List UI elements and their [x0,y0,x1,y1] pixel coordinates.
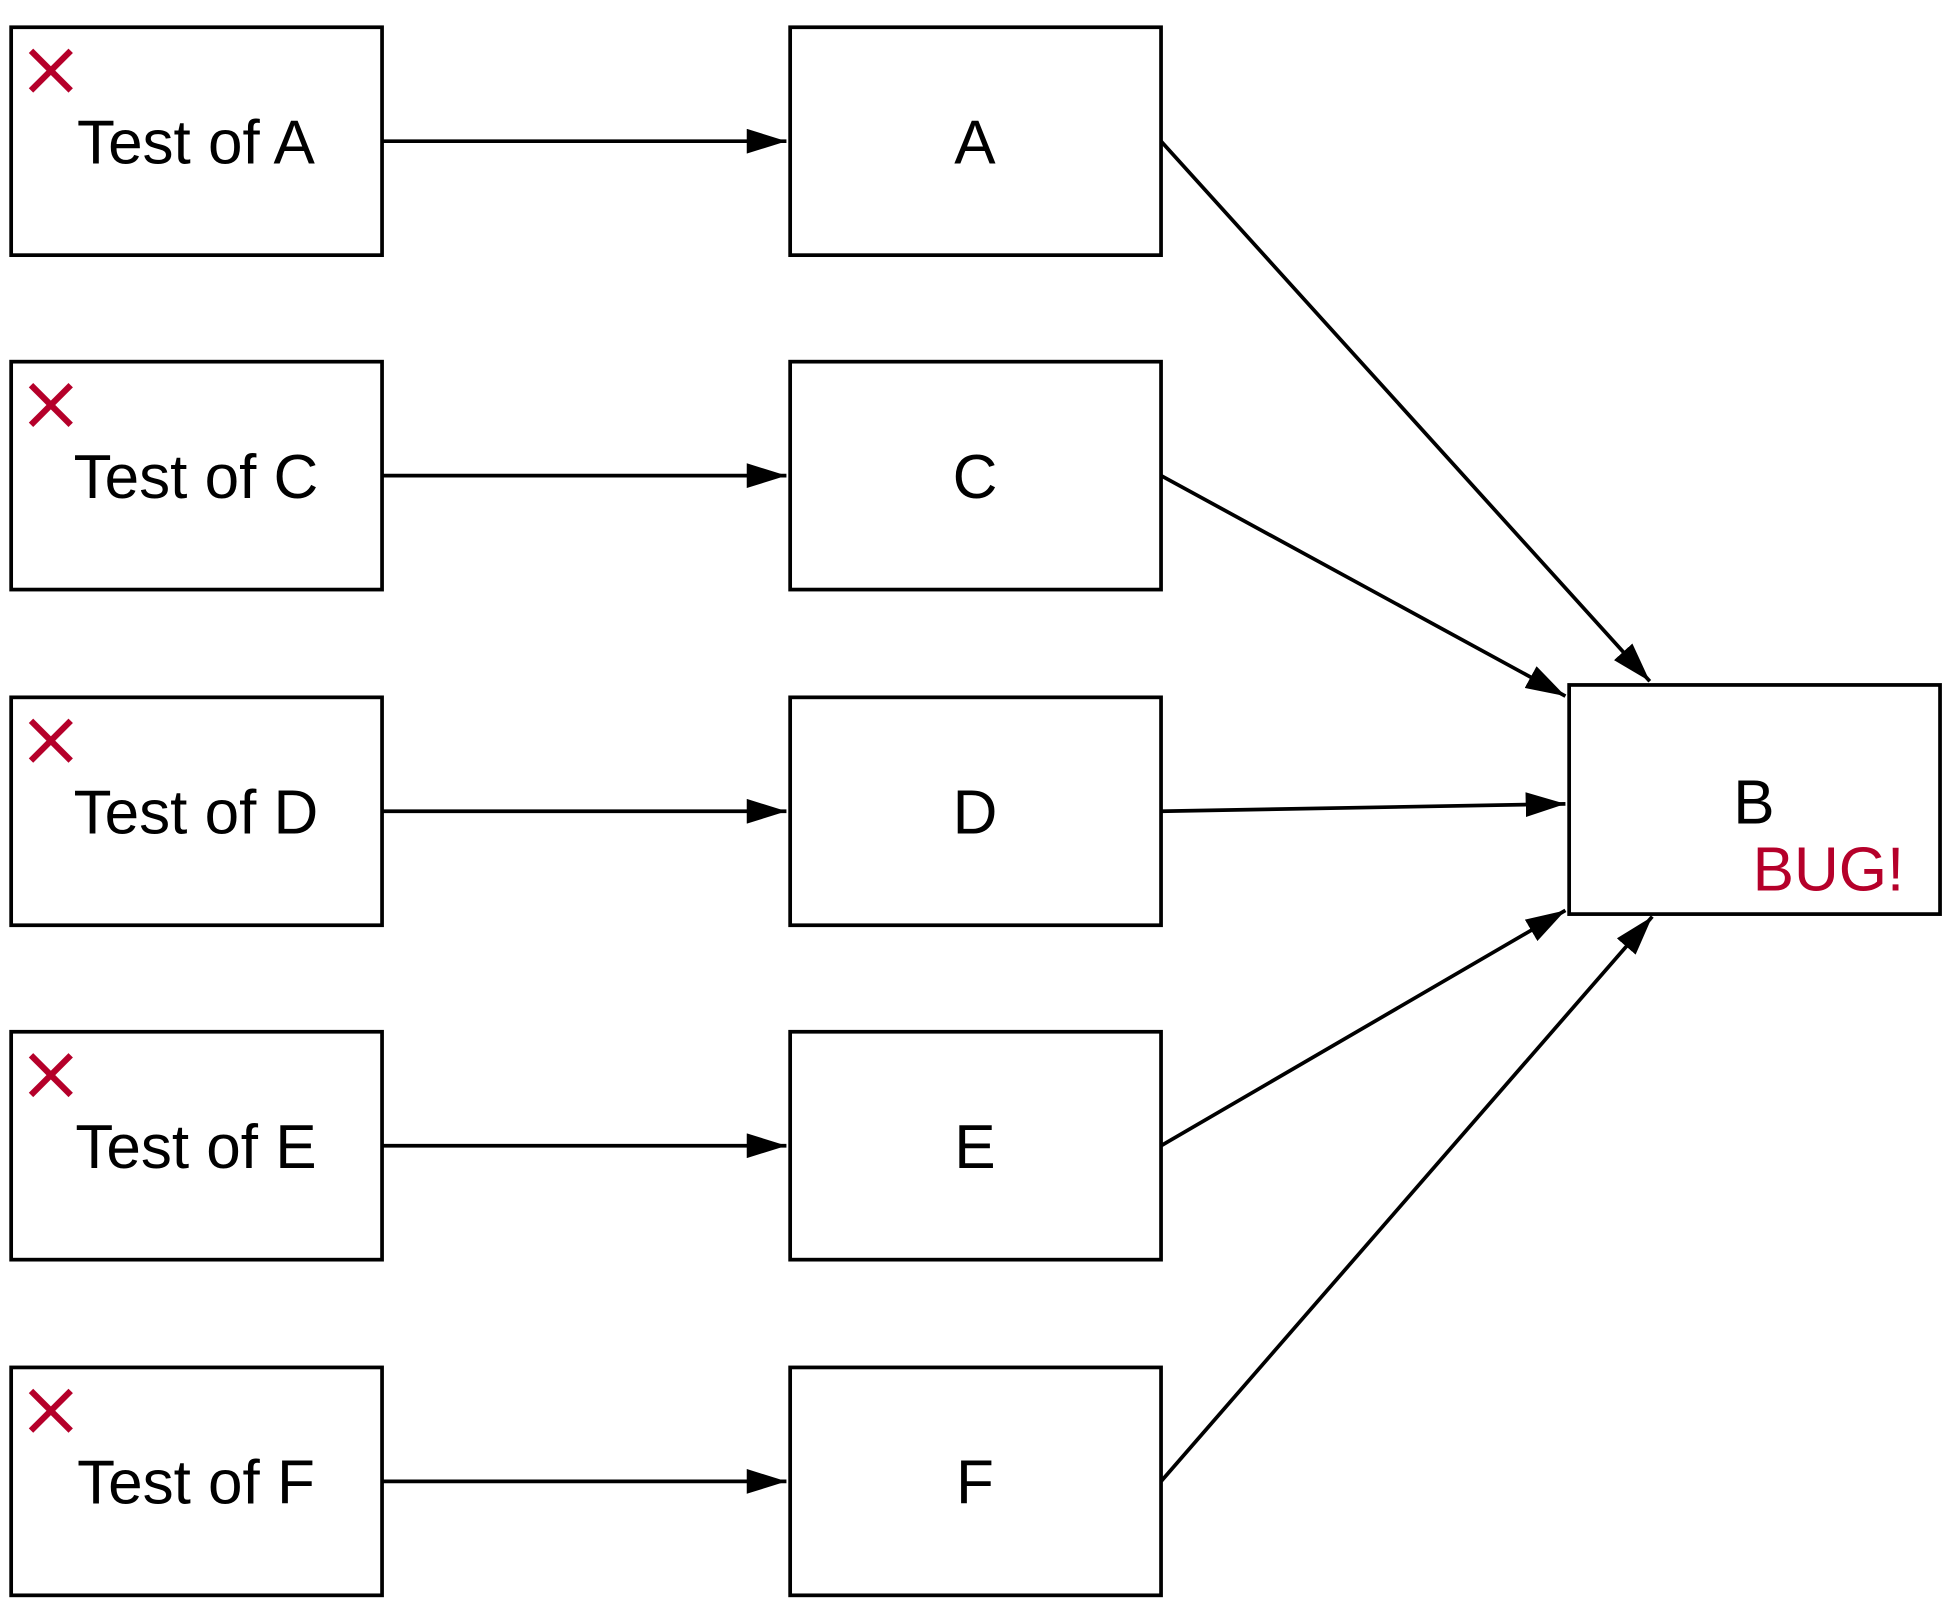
test-box [9,1365,384,1598]
node-b-label: B [1733,769,1774,838]
x-mark-icon [28,1053,73,1098]
module-node: D [788,695,1163,928]
x-mark-icon [28,718,73,763]
test-label: Test of A [77,109,316,178]
module-box [788,25,1163,258]
test-node: Test of C [9,359,384,592]
module-node: A [788,25,1163,258]
module-label: D [953,779,998,848]
test-node: Test of F [9,1365,384,1598]
row-4: Test of F F [9,915,1654,1598]
module-label: F [956,1449,994,1518]
test-node: Test of E [9,1029,384,1262]
row-1: Test of C C [9,359,1567,698]
test-box [9,1029,384,1262]
x-mark-icon [28,48,73,93]
bug-note: BUG! [1753,836,1905,905]
node-b-box [1567,683,1942,916]
dependency-arrow [1161,792,1566,817]
module-box [788,695,1163,928]
test-box [9,695,384,928]
x-mark-icon [28,383,73,428]
module-node: F [788,1365,1163,1598]
module-box [788,1365,1163,1598]
row-2: Test of D D [9,695,1566,928]
module-label: A [954,109,996,178]
target-node-b: B BUG! [1567,683,1942,916]
module-node: E [788,1029,1163,1262]
module-label: C [953,443,998,512]
module-box [788,359,1163,592]
dependency-arrow [1159,139,1652,683]
row-3: Test of E E [9,908,1567,1262]
dependency-arrow [1160,908,1567,1148]
test-label: Test of E [75,1113,316,1182]
x-mark-icon [28,1388,73,1433]
test-node: Test of A [9,25,384,258]
test-label: Test of C [74,443,319,512]
test-box [9,25,384,258]
test-label: Test of D [74,779,319,848]
dependency-arrow [1159,915,1654,1483]
module-label: E [954,1113,995,1182]
test-node: Test of D [9,695,384,928]
module-box [788,1029,1163,1262]
test-label: Test of F [77,1449,315,1518]
module-node: C [788,359,1163,592]
test-box [9,359,384,592]
row-0: Test of A A [9,25,1652,683]
dependency-arrow [1160,473,1567,698]
